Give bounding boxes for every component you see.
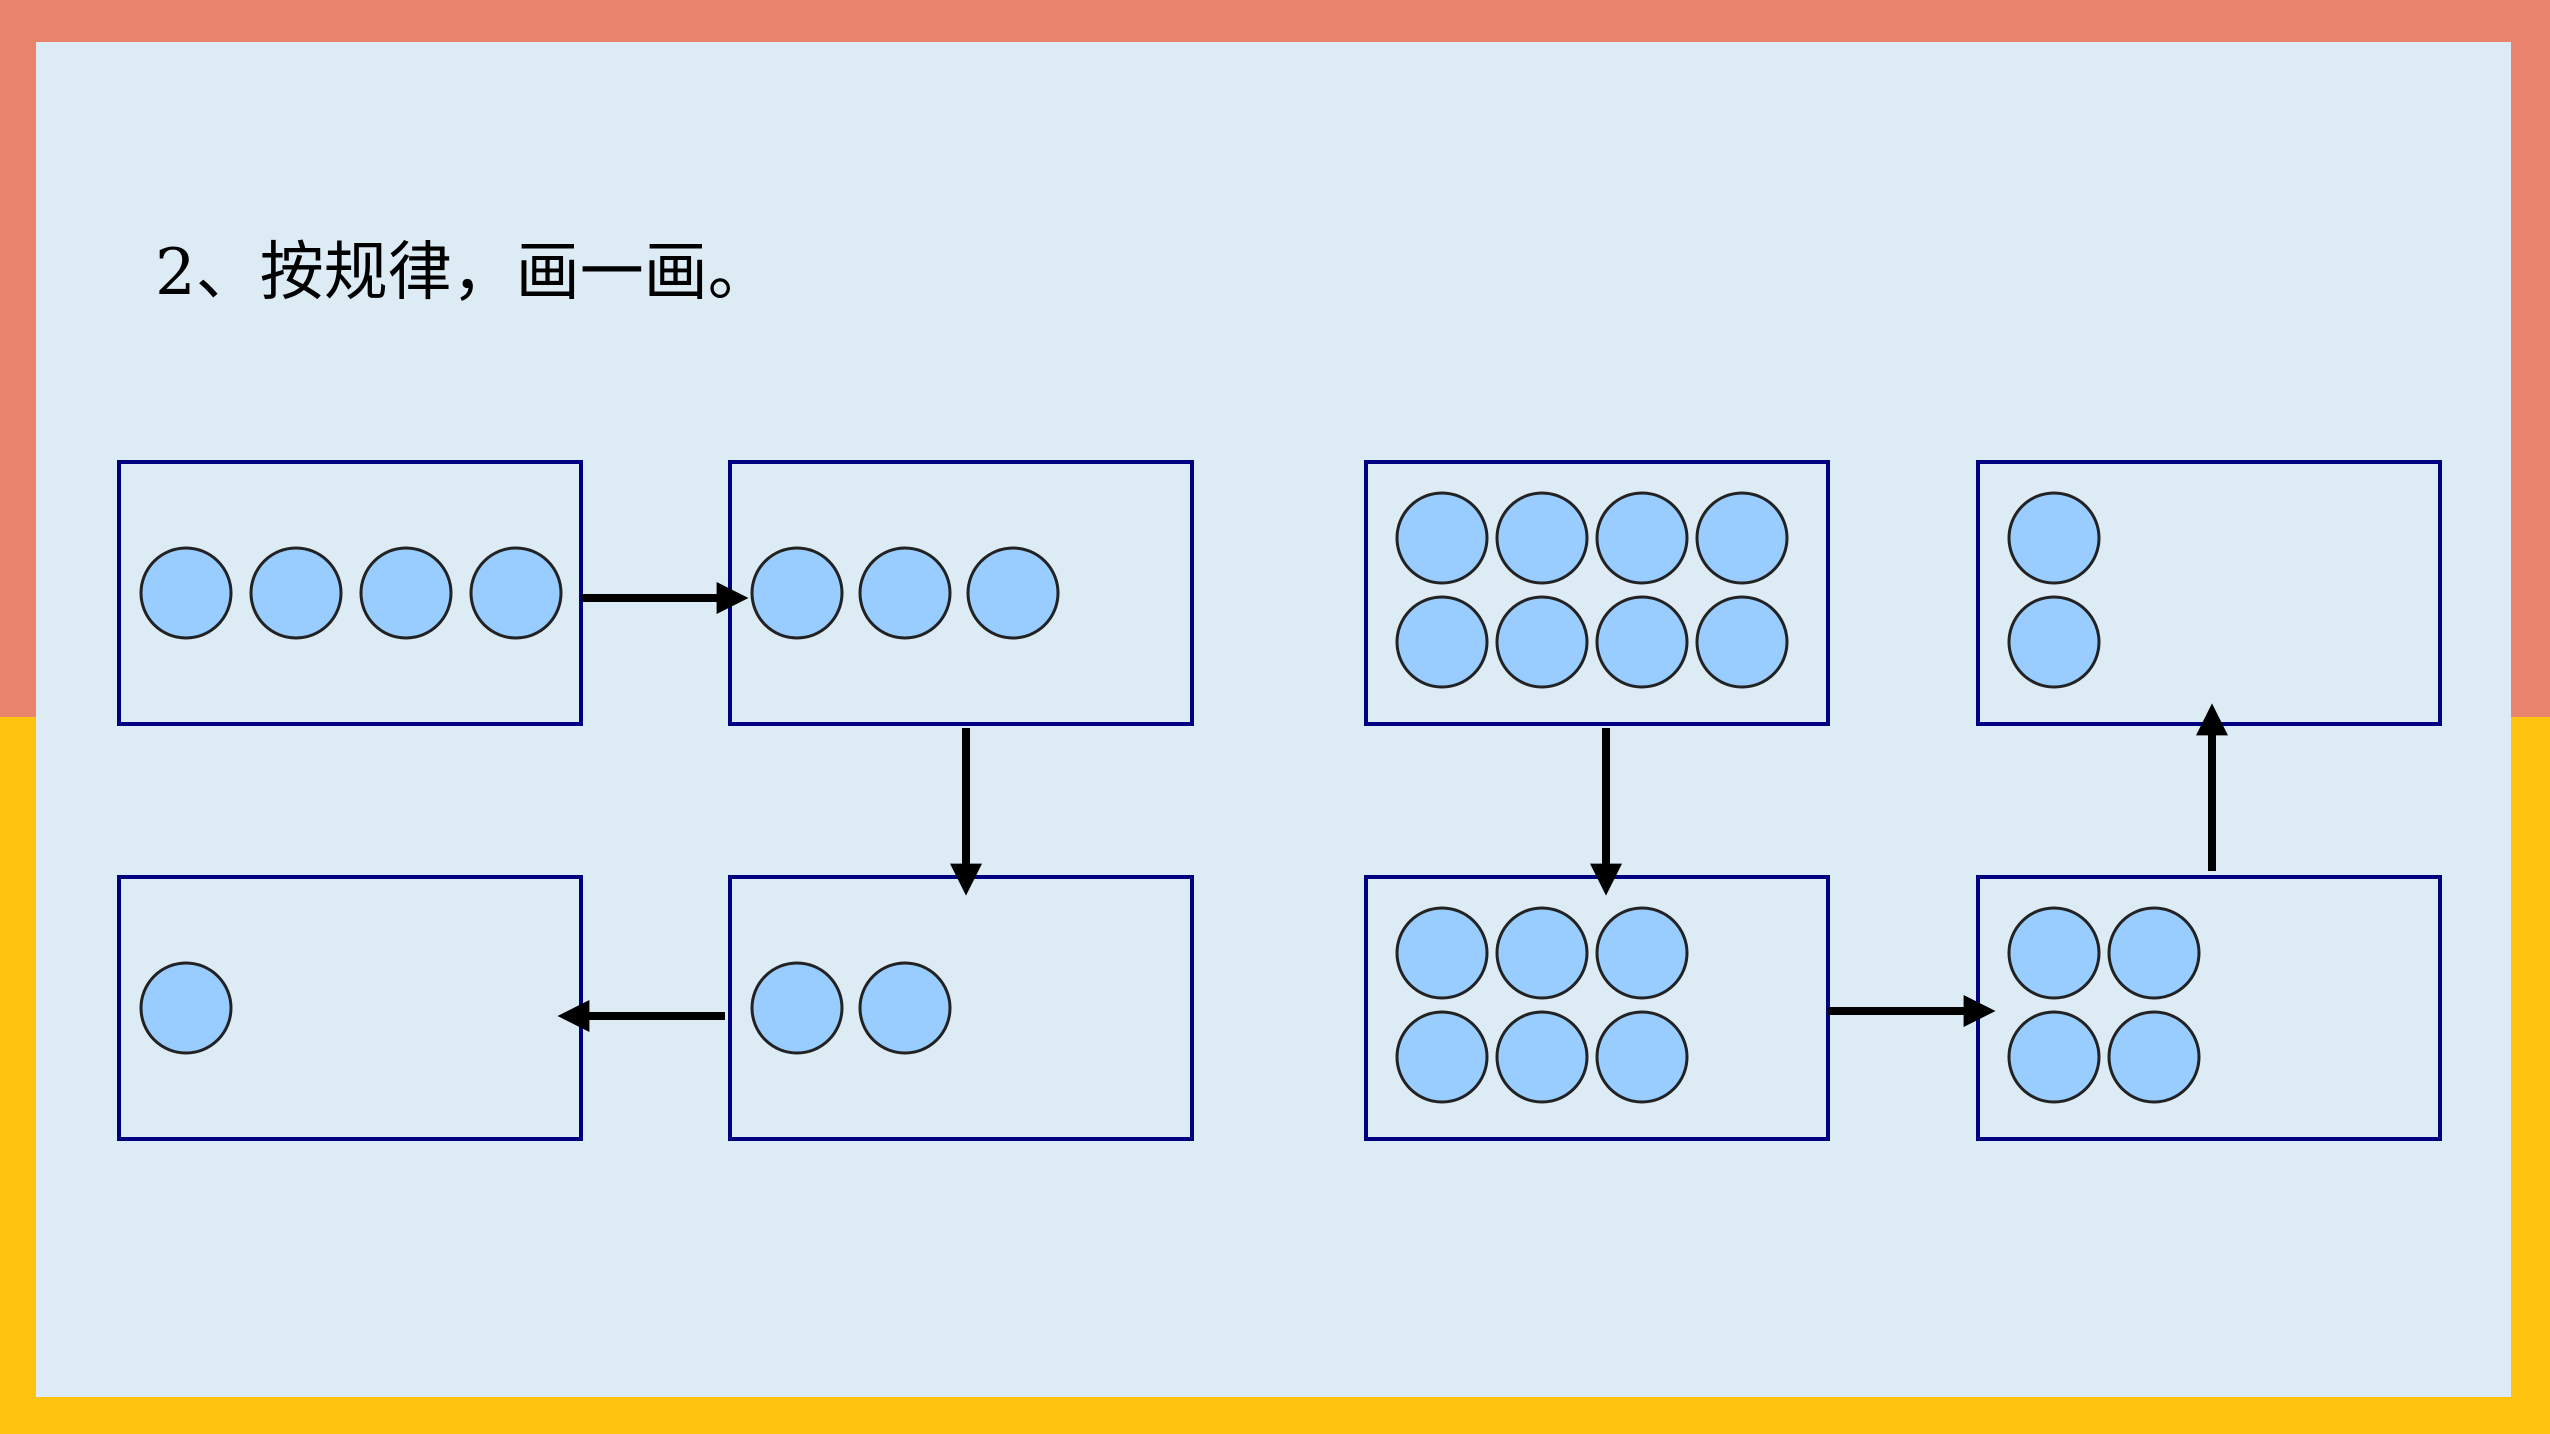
pattern-box-1-3 xyxy=(728,875,1194,1141)
box-border xyxy=(117,460,583,726)
dot-circle xyxy=(139,961,233,1055)
dot-circle xyxy=(1495,595,1589,689)
dot-circle xyxy=(966,546,1060,640)
pattern-box-2-2 xyxy=(1364,875,1830,1141)
dot-circle xyxy=(469,546,563,640)
dot-circle xyxy=(1495,1010,1589,1104)
dot-circle xyxy=(2007,1010,2101,1104)
box-border xyxy=(1364,460,1830,726)
dot-circle xyxy=(1395,1010,1489,1104)
dot-circle xyxy=(750,546,844,640)
dot-circle xyxy=(1595,1010,1689,1104)
arrows-layer xyxy=(557,582,2228,1032)
exercise-title: 2、按规律，画一画。 xyxy=(155,236,772,310)
dot-circle xyxy=(249,546,343,640)
dot-circle xyxy=(2007,595,2101,689)
boxes-layer xyxy=(117,460,2442,1141)
dot-circle xyxy=(1695,595,1789,689)
pattern-box-1-4 xyxy=(117,875,583,1141)
dot-circle xyxy=(1495,491,1589,585)
dot-circle xyxy=(2107,1010,2201,1104)
dot-circle xyxy=(359,546,453,640)
dot-circle xyxy=(2007,906,2101,1000)
dot-circle xyxy=(139,546,233,640)
dot-circle xyxy=(1495,906,1589,1000)
dot-circle xyxy=(2107,906,2201,1000)
pattern-box-1-2 xyxy=(728,460,1194,726)
pattern-box-2-1 xyxy=(1364,460,1830,726)
dot-circle xyxy=(1595,906,1689,1000)
pattern-box-1-1 xyxy=(117,460,583,726)
dot-circle xyxy=(1595,491,1689,585)
dot-circle xyxy=(1595,595,1689,689)
dot-circle xyxy=(858,546,952,640)
dot-circle xyxy=(750,961,844,1055)
pattern-box-2-4 xyxy=(1976,460,2442,726)
dot-circle xyxy=(1395,595,1489,689)
dot-circle xyxy=(1695,491,1789,585)
dot-circle xyxy=(1395,906,1489,1000)
dot-circle xyxy=(858,961,952,1055)
dot-circle xyxy=(1395,491,1489,585)
pattern-box-2-3 xyxy=(1976,875,2442,1141)
dot-circle xyxy=(2007,491,2101,585)
content-panel xyxy=(36,42,2511,1397)
